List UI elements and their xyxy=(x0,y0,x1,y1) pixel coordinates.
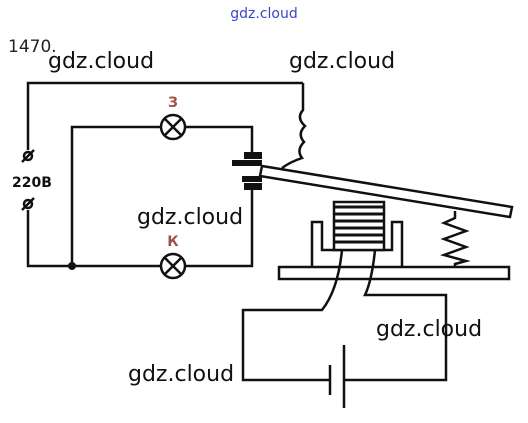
coil-windings xyxy=(334,205,384,244)
terminal-pair xyxy=(21,149,35,211)
wire-lamp-bottom-right xyxy=(186,190,254,268)
terminal-bottom xyxy=(22,198,34,210)
contact-lower-plate xyxy=(242,176,262,182)
terminal-bottom-slash xyxy=(21,197,35,211)
lamp-red-cross xyxy=(164,257,182,275)
lamp-green-label: З xyxy=(168,95,178,111)
contact-upper xyxy=(244,152,262,159)
wire-to-armature xyxy=(281,83,307,170)
problem-number: 1470. xyxy=(8,37,57,57)
terminal-top xyxy=(22,150,34,162)
circuit-wires xyxy=(26,81,514,382)
coil-lead-right xyxy=(345,249,448,382)
contact-upper-plate xyxy=(232,160,262,166)
junction-dot xyxy=(68,262,76,270)
relay-base xyxy=(277,265,511,281)
electromagnet-coil xyxy=(332,200,386,252)
watermark-3: gdz.cloud xyxy=(137,205,243,230)
armature-lever xyxy=(258,164,514,219)
header-watermark: gdz.cloud xyxy=(230,6,297,22)
return-spring xyxy=(439,211,471,267)
watermark-5: gdz.cloud xyxy=(128,362,234,387)
voltage-label: 220В xyxy=(12,175,52,191)
battery xyxy=(328,345,346,408)
wire-lamp-top-left xyxy=(70,125,160,266)
lamp-green-cross xyxy=(164,118,182,136)
wire-lamp-top-right xyxy=(186,125,254,152)
contact-lower xyxy=(244,183,262,190)
lamp-green xyxy=(159,113,187,141)
terminal-top-slash xyxy=(21,149,35,163)
lamp-red xyxy=(159,252,187,280)
relay-contacts xyxy=(232,152,262,190)
lamp-red-label: К xyxy=(167,234,179,250)
coil-lead-left xyxy=(241,249,344,382)
watermark-2: gdz.cloud xyxy=(289,49,395,74)
wire-left-bottom xyxy=(26,210,72,268)
wire-top xyxy=(26,81,303,150)
watermark-1: gdz.cloud xyxy=(48,49,154,74)
watermark-4: gdz.cloud xyxy=(376,317,482,342)
